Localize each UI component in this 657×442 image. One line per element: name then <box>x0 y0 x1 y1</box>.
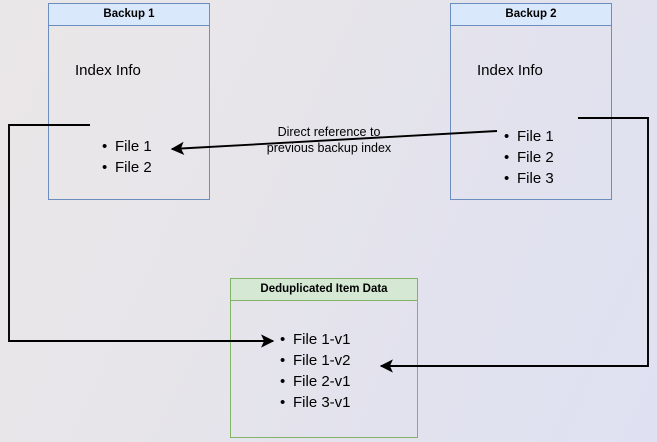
list-item: File 1-v1 <box>280 329 350 350</box>
backup-1-file-list: File 1 File 2 <box>101 136 152 178</box>
node-backup-1[interactable]: Backup 1 Index Info File 1 File 2 <box>48 3 210 200</box>
node-dedup-body: File 1-v1 File 1-v2 File 2-v1 File 3-v1 <box>231 301 417 437</box>
backup-1-index-label: Index Info <box>75 62 141 79</box>
node-dedup-header: Deduplicated Item Data <box>231 279 417 301</box>
dedup-file-list: File 1-v1 File 1-v2 File 2-v1 File 3-v1 <box>279 329 350 413</box>
backup-2-index-label: Index Info <box>477 62 543 79</box>
list-item: File 2 <box>102 157 152 178</box>
node-backup-1-body: Index Info File 1 File 2 <box>49 26 209 199</box>
backup-2-file-list: File 1 File 2 File 3 <box>503 126 554 189</box>
node-backup-2-body: Index Info File 1 File 2 File 3 <box>451 26 611 199</box>
node-deduplicated-item-data[interactable]: Deduplicated Item Data File 1-v1 File 1-… <box>230 278 418 438</box>
list-item: File 1 <box>102 136 152 157</box>
list-item: File 2-v1 <box>280 371 350 392</box>
list-item: File 3 <box>504 168 554 189</box>
node-backup-2-header: Backup 2 <box>451 4 611 26</box>
node-backup-1-header: Backup 1 <box>49 4 209 26</box>
list-item: File 1 <box>504 126 554 147</box>
list-item: File 3-v1 <box>280 392 350 413</box>
direct-reference-label: Direct reference to previous backup inde… <box>266 125 392 155</box>
list-item: File 1-v2 <box>280 350 350 371</box>
node-backup-2[interactable]: Backup 2 Index Info File 1 File 2 File 3 <box>450 3 612 200</box>
list-item: File 2 <box>504 147 554 168</box>
